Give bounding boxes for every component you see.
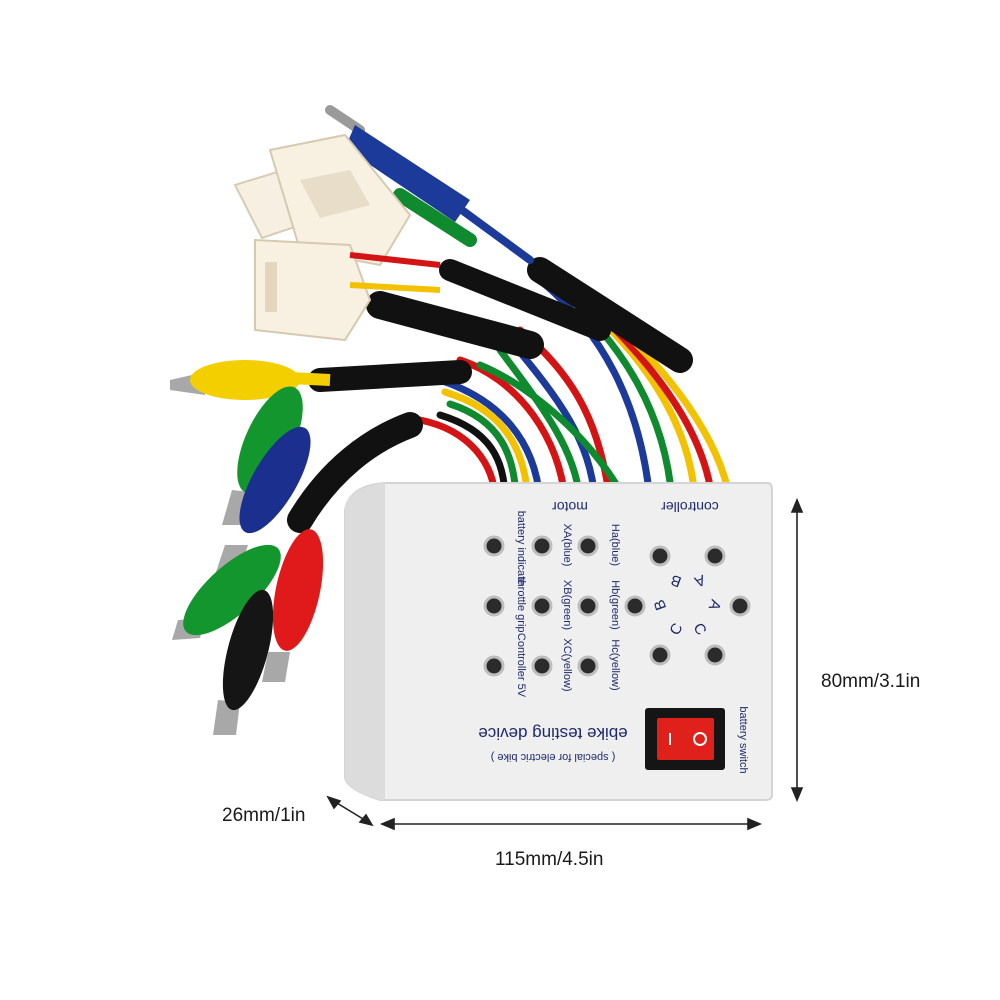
ha-label: Ha(blue) bbox=[609, 524, 621, 566]
depth-dimension-label: 26mm/1in bbox=[222, 805, 306, 826]
heat-shrink-sleeves bbox=[287, 257, 693, 533]
led-ctrl-b-top bbox=[649, 545, 671, 567]
controller-5v-label: Controller 5V bbox=[515, 633, 527, 698]
xb-label: XB(green) bbox=[561, 580, 573, 630]
clip-yellow bbox=[170, 360, 331, 400]
width-dimension-label: 115mm/4.5in bbox=[495, 849, 604, 870]
battery-indicate-label: battery indicate bbox=[515, 511, 527, 586]
led-controller-5v bbox=[483, 655, 505, 677]
led-xb bbox=[531, 595, 553, 617]
hc-label: Hc(yellow) bbox=[609, 639, 621, 690]
led-throttle-grip bbox=[483, 595, 505, 617]
battery-rocker-switch[interactable] bbox=[645, 708, 725, 770]
led-ctrl-c-right bbox=[704, 644, 726, 666]
led-ctrl-b-left bbox=[624, 595, 646, 617]
banana-plug-blue bbox=[325, 105, 534, 264]
device-title: ebike testing device bbox=[478, 724, 627, 743]
throttle-grip-label: throttle grip bbox=[515, 577, 527, 632]
device-subtitle: ( special for electric bike ) bbox=[491, 751, 616, 763]
led-grid bbox=[483, 535, 751, 677]
led-battery-indicate bbox=[483, 535, 505, 557]
led-ctrl-c-left bbox=[649, 644, 671, 666]
xa-label: XA(blue) bbox=[561, 524, 573, 567]
controller-label: controller bbox=[661, 499, 719, 515]
led-ha bbox=[577, 535, 599, 557]
clip-green-lower bbox=[172, 544, 281, 640]
led-hc bbox=[577, 655, 599, 677]
led-hb bbox=[577, 595, 599, 617]
motor-label: motor bbox=[552, 499, 588, 515]
hb-label: Hb(green) bbox=[609, 580, 621, 630]
led-ctrl-a-right bbox=[729, 595, 751, 617]
clip-black bbox=[213, 589, 274, 735]
clip-red bbox=[262, 529, 324, 682]
connector-6pin bbox=[233, 133, 412, 267]
led-xc bbox=[531, 655, 553, 677]
dimension-lines bbox=[326, 497, 804, 831]
height-dimension-label: 80mm/3.1in bbox=[821, 671, 921, 692]
led-xa bbox=[531, 535, 553, 557]
xc-label: XC(yellow) bbox=[561, 638, 573, 691]
connector-3pin bbox=[254, 238, 441, 342]
led-ctrl-a-top bbox=[704, 545, 726, 567]
battery-switch-label: battery switch bbox=[737, 706, 749, 773]
